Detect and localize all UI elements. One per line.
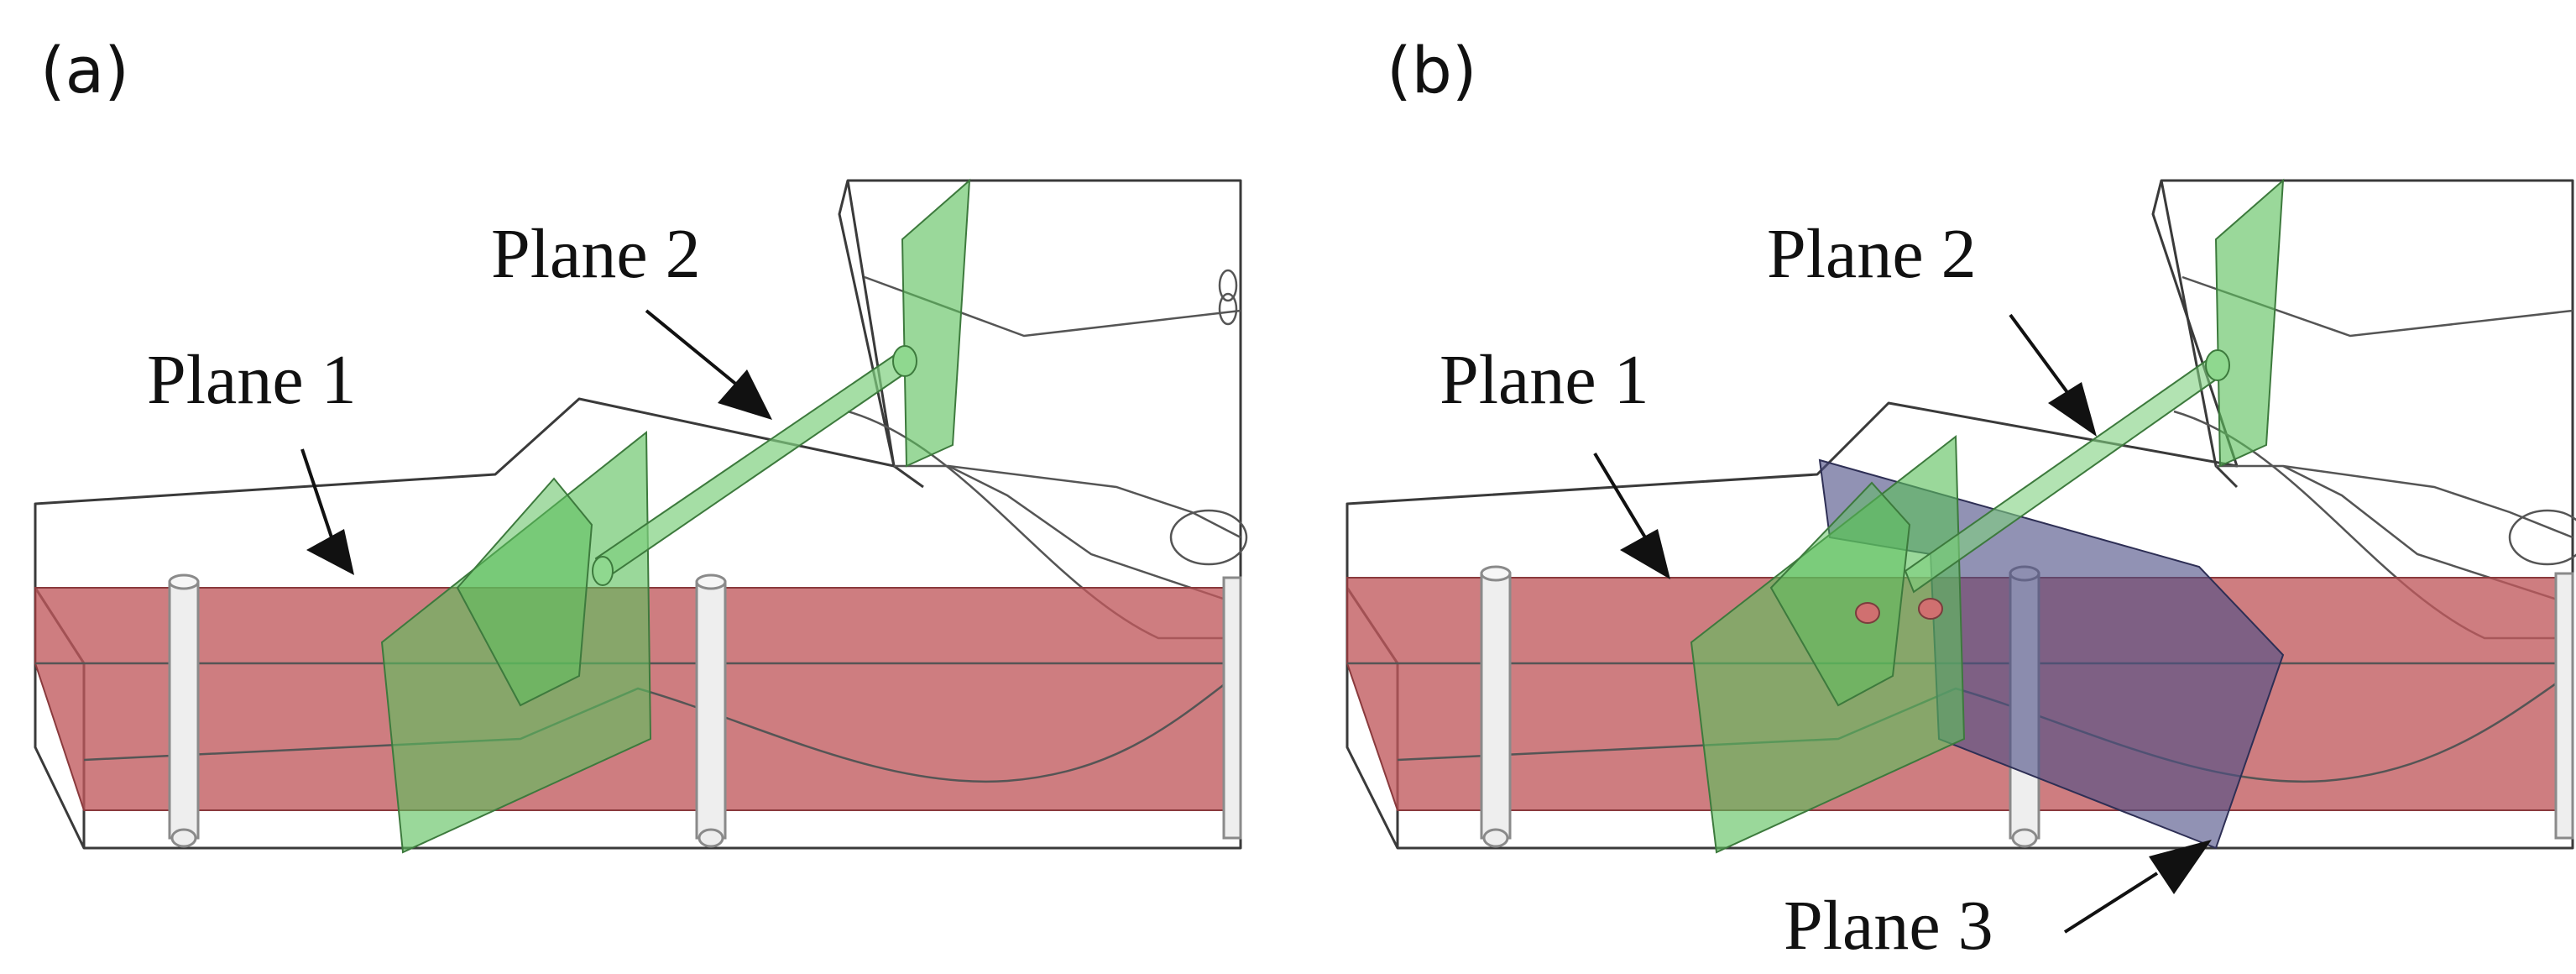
panel-b-plane-3-arrowhead: [2149, 840, 2212, 894]
panel-b-plane-2-arrow: [2009, 313, 2071, 396]
panel-a-plane-1-arrow: [300, 448, 333, 538]
panel-b-plane-2-arrowhead: [2048, 382, 2097, 437]
panel-b-plane-3-label: Plane 3: [1784, 887, 1993, 965]
panel-a-plane-2-surface: [380, 178, 971, 854]
panel-a-plane-1-label: Plane 1: [147, 341, 357, 419]
panel-b-plane-2-label: Plane 2: [1767, 215, 1977, 293]
panel-b-plane-1-arrowhead: [1620, 529, 1670, 579]
panel-b-plane-3-arrow: [2063, 872, 2159, 934]
panel-a-plane-1-arrowhead: [306, 529, 354, 575]
panel-b-plane-1-label: Plane 1: [1440, 341, 1649, 419]
panel-b: (b): [1345, 33, 2576, 965]
panel-a-plane-2-arrow: [645, 309, 740, 388]
panel-a-mold-outline: [34, 179, 1248, 850]
panel-a-label: (a): [40, 33, 129, 107]
panel-a: (a): [34, 33, 1248, 854]
panel-a-plane-2-arrowhead: [718, 369, 772, 420]
panel-a-pins: [168, 573, 1242, 848]
panel-b-label: (b): [1387, 33, 1477, 107]
panel-a-plane-2-label: Plane 2: [491, 215, 701, 293]
panel-b-plane-2-surface: [1690, 178, 2285, 854]
panel-b-plane-1-arrow: [1593, 452, 1647, 539]
